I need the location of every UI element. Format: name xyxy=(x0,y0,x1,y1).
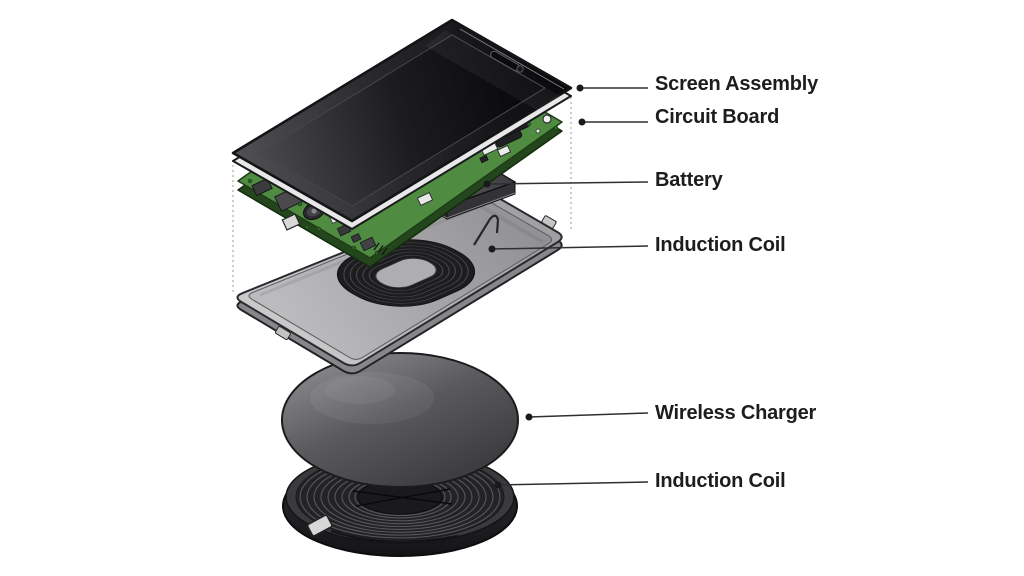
pcb-slot xyxy=(495,130,523,148)
charger-connector-tab xyxy=(306,514,333,537)
screen-assembly-graphic xyxy=(231,18,573,230)
pcb-connector xyxy=(496,144,512,158)
label-circuit-board: Circuit Board xyxy=(655,106,780,128)
label-screen-assembly: Screen Assembly xyxy=(655,73,819,95)
leader-induction-coil-phone xyxy=(491,245,649,250)
leader-wireless-charger xyxy=(528,412,649,418)
cover-notch xyxy=(274,326,292,340)
callout-lines xyxy=(483,84,649,489)
leader-dots xyxy=(483,84,586,489)
label-induction-coil-charger: Induction Coil xyxy=(655,470,786,492)
charger-top-graphic xyxy=(281,352,519,488)
front-camera xyxy=(516,65,524,73)
pcb-chip xyxy=(251,177,273,197)
pcb-connector xyxy=(416,192,434,206)
leader-induction-coil-charger xyxy=(497,481,649,486)
label-induction-coil-phone: Induction Coil xyxy=(655,234,786,256)
pcb-pad xyxy=(535,128,541,134)
guide-lines xyxy=(232,97,572,293)
screen-sheen xyxy=(425,30,560,112)
pcb-chip xyxy=(359,236,377,252)
label-wireless-charger: Wireless Charger xyxy=(655,402,817,424)
pcb-connector xyxy=(281,213,301,231)
cover-notch xyxy=(541,215,557,229)
pcb-hole xyxy=(542,114,552,124)
pcb-chip xyxy=(350,233,362,243)
back-cover-graphic xyxy=(236,194,563,375)
pcb-chip xyxy=(479,154,489,164)
leader-battery xyxy=(486,181,649,185)
label-battery: Battery xyxy=(655,169,723,191)
pcb-vent-marks xyxy=(373,242,388,256)
